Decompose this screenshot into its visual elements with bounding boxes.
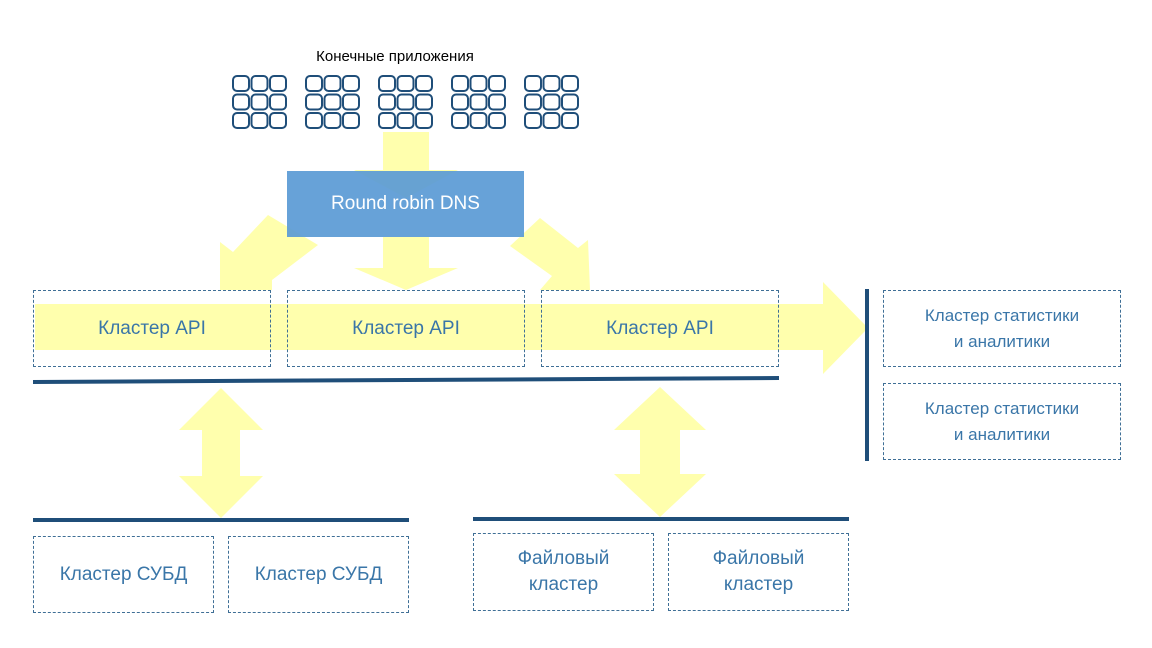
analytics-cluster-1-line2: и аналитики [953, 331, 1051, 351]
analytics-bus-line [865, 289, 869, 461]
arrow-api-db [179, 388, 263, 518]
round-robin-dns-box: Round robin DNS [287, 171, 524, 237]
analytics-cluster-2-line2: и аналитики [953, 424, 1051, 444]
analytics-cluster-2: Кластер статистики и аналитики [883, 383, 1121, 460]
client-app-icon [451, 75, 506, 129]
file-cluster-2: Файловый кластер [668, 533, 849, 611]
client-app-icon [378, 75, 433, 129]
db-bus-line [33, 518, 409, 522]
api-cluster-2: Кластер API [287, 290, 525, 367]
db-cluster-1: Кластер СУБД [33, 536, 214, 613]
files-bus-line [473, 517, 849, 521]
analytics-cluster-1-line1: Кластер статистики [924, 305, 1080, 325]
api-cluster-1: Кластер API [33, 290, 271, 367]
file-cluster-2-line2: кластер [723, 574, 794, 595]
db-cluster-2: Кластер СУБД [228, 536, 409, 613]
client-app-icon [305, 75, 360, 129]
api-cluster-3: Кластер API [541, 290, 779, 367]
arrow-dns-to-api-right [510, 218, 590, 290]
file-cluster-1-line1: Файловый [517, 548, 610, 569]
client-app-icon [524, 75, 579, 129]
clients-label: Конечные приложения [316, 48, 474, 65]
analytics-cluster-2-line1: Кластер статистики [924, 398, 1080, 418]
analytics-cluster-1: Кластер статистики и аналитики [883, 290, 1121, 367]
file-cluster-1-line2: кластер [528, 574, 599, 595]
client-app-icon [232, 75, 287, 129]
file-cluster-2-line1: Файловый [712, 548, 805, 569]
arrow-api-to-analytics [35, 282, 868, 374]
file-cluster-1: Файловый кластер [473, 533, 654, 611]
arrow-dns-to-api-middle [354, 237, 458, 290]
arrow-api-files [614, 387, 706, 517]
